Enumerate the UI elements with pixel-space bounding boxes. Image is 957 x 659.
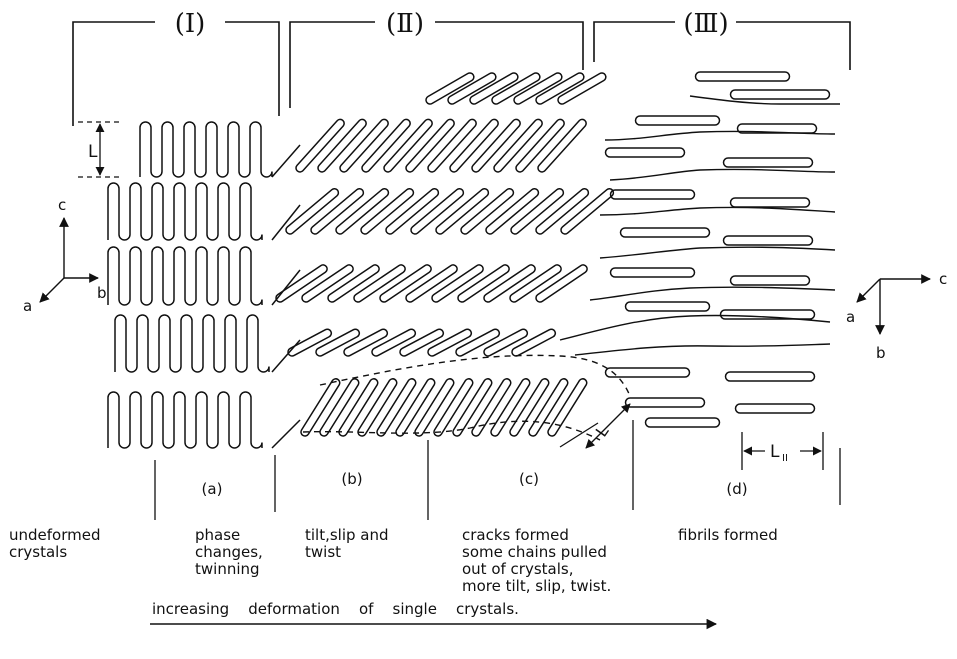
fibril-lamella bbox=[626, 398, 705, 407]
tilted-lamella-upper bbox=[426, 73, 474, 104]
desc-cracks-formed: cracks formed some chains pulled out of … bbox=[462, 526, 612, 595]
folded-lamella-row bbox=[108, 392, 262, 448]
axis-left-b-label: b bbox=[97, 284, 107, 302]
fibril-lamella bbox=[636, 116, 720, 125]
fibril-period-label: L bbox=[770, 442, 780, 462]
region-2-label: (Ⅱ) bbox=[386, 9, 424, 39]
tilted-lamellae bbox=[276, 73, 613, 436]
desc-tilt-slip: tilt,slip and twist bbox=[305, 526, 393, 561]
folded-lamella-row bbox=[140, 122, 272, 177]
region-3-label: (Ⅲ) bbox=[683, 9, 728, 39]
tilted-lamella-upper bbox=[514, 73, 562, 104]
fibril-period-subscript: II bbox=[782, 453, 788, 464]
fibril-lamella bbox=[731, 90, 830, 99]
lamella-connector bbox=[272, 205, 300, 240]
axis-right-a-label: a bbox=[846, 308, 855, 326]
lamella-thickness-marker bbox=[78, 122, 122, 177]
fibril-lamella bbox=[731, 276, 810, 285]
lamella-connector bbox=[272, 420, 300, 448]
folded-lamella-row bbox=[115, 315, 269, 372]
crack-envelope-dashed bbox=[303, 355, 630, 440]
stage-a-label: (a) bbox=[202, 480, 223, 498]
axis-right-c-label: c bbox=[939, 270, 947, 288]
stage-d-label: (d) bbox=[726, 480, 747, 498]
region-1-label: (Ⅰ) bbox=[175, 9, 206, 39]
axis-right-b-label: b bbox=[876, 344, 886, 362]
axes-left bbox=[40, 218, 98, 302]
tilted-lamella-upper bbox=[470, 73, 518, 104]
fibril-lamella bbox=[736, 404, 815, 413]
stage-c-label: (c) bbox=[519, 470, 539, 488]
fibril-lamella bbox=[724, 236, 813, 245]
fibril-lamella bbox=[646, 418, 720, 427]
fibril-connecting-chains bbox=[560, 96, 840, 355]
fibril-lamella bbox=[606, 148, 685, 157]
tilted-lamella bbox=[400, 329, 443, 356]
tilted-lamella-upper bbox=[492, 73, 540, 104]
tilted-lamella bbox=[372, 329, 415, 356]
axes-right bbox=[857, 279, 930, 334]
fibril-lamella bbox=[626, 302, 710, 311]
fibril-lamella bbox=[611, 190, 695, 199]
tilted-lamella-upper bbox=[536, 73, 584, 104]
folded-lamella-row bbox=[108, 183, 262, 240]
tilted-lamella-upper bbox=[558, 73, 606, 104]
fibril-lamella bbox=[621, 228, 710, 237]
desc-fibrils-formed: fibrils formed bbox=[678, 526, 778, 544]
lamella-thickness-label: L bbox=[88, 142, 98, 162]
tilted-lamella bbox=[288, 329, 331, 356]
tilted-lamella-upper bbox=[448, 73, 496, 104]
fibril-lamella bbox=[611, 268, 695, 277]
tilted-lamella bbox=[484, 329, 527, 356]
fibril-structure bbox=[606, 72, 830, 427]
fibril-period-marker bbox=[742, 432, 823, 470]
fibril-lamella bbox=[731, 198, 810, 207]
tilted-lamella bbox=[344, 329, 387, 356]
lamella-connector bbox=[272, 145, 300, 177]
axis-left-c-label: c bbox=[58, 196, 66, 214]
tilted-lamella bbox=[456, 329, 499, 356]
tilted-lamella bbox=[512, 329, 555, 356]
fibril-lamella bbox=[606, 368, 690, 377]
folded-lamella-row bbox=[108, 247, 262, 305]
fibril-lamella bbox=[696, 72, 790, 81]
fibril-lamella bbox=[724, 158, 813, 167]
undeformed-lamellae bbox=[108, 122, 300, 448]
desc-phase-changes: phase changes, twinning bbox=[195, 526, 268, 578]
fibril-lamella bbox=[726, 372, 815, 381]
tilted-lamella bbox=[316, 329, 359, 356]
deformation-arrow-caption: increasing deformation of single crystal… bbox=[152, 600, 519, 618]
tilted-lamella bbox=[428, 329, 471, 356]
axis-left-a-label: a bbox=[23, 297, 32, 315]
desc-undeformed: undeformed crystals bbox=[9, 526, 105, 561]
stage-b-label: (b) bbox=[341, 470, 362, 488]
